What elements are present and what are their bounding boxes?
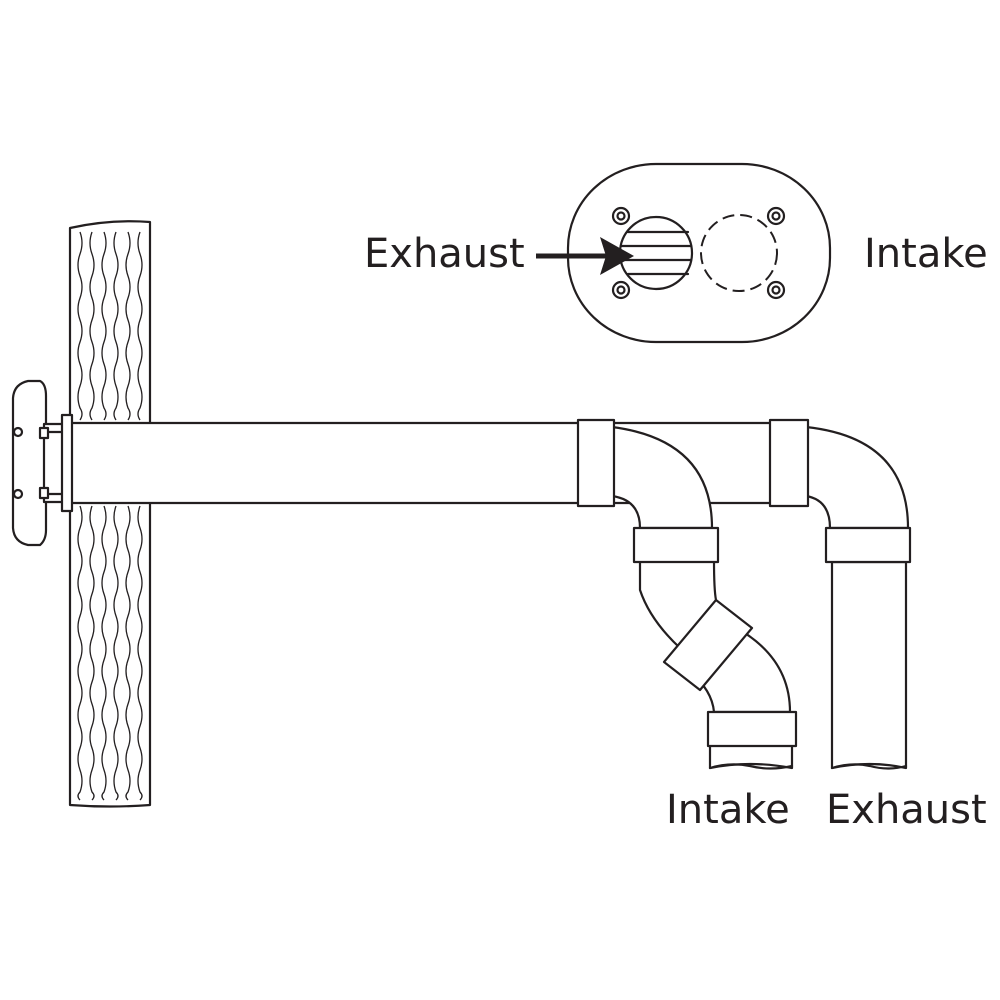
wood-grain-line <box>77 505 83 801</box>
wood-grain <box>77 231 143 801</box>
screw-hole <box>611 280 631 300</box>
wall-stud <box>68 220 152 808</box>
wood-grain-line <box>137 231 143 421</box>
cover-exhaust-label: Exhaust <box>364 231 525 277</box>
intake-opening <box>700 214 778 292</box>
wood-grain-line <box>125 231 131 421</box>
wood-grain-line <box>101 231 107 421</box>
screw-hole <box>611 206 631 226</box>
cover-plate-inset <box>566 162 832 344</box>
wood-grain-line <box>89 505 95 801</box>
wood-grain-line <box>125 505 131 801</box>
screw-hole <box>766 206 786 226</box>
termination-cap <box>11 379 74 547</box>
intake-pipe-label: Intake <box>666 787 790 833</box>
wood-grain-line <box>113 505 119 801</box>
exhaust-opening <box>618 215 694 291</box>
wood-grain-line <box>113 231 119 421</box>
exhaust-arrow <box>536 237 634 275</box>
intake-pipe-branch <box>576 418 798 770</box>
wood-grain-line <box>89 231 95 421</box>
pipe-cut-lines <box>708 763 908 770</box>
screw-hole <box>766 280 786 300</box>
wood-grain-line <box>101 505 107 801</box>
wood-grain-line <box>137 505 143 801</box>
exhaust-pipe-label: Exhaust <box>826 787 987 833</box>
cover-intake-label: Intake <box>864 231 988 277</box>
exhaust-pipe-branch <box>768 418 912 770</box>
wood-grain-line <box>77 231 83 421</box>
